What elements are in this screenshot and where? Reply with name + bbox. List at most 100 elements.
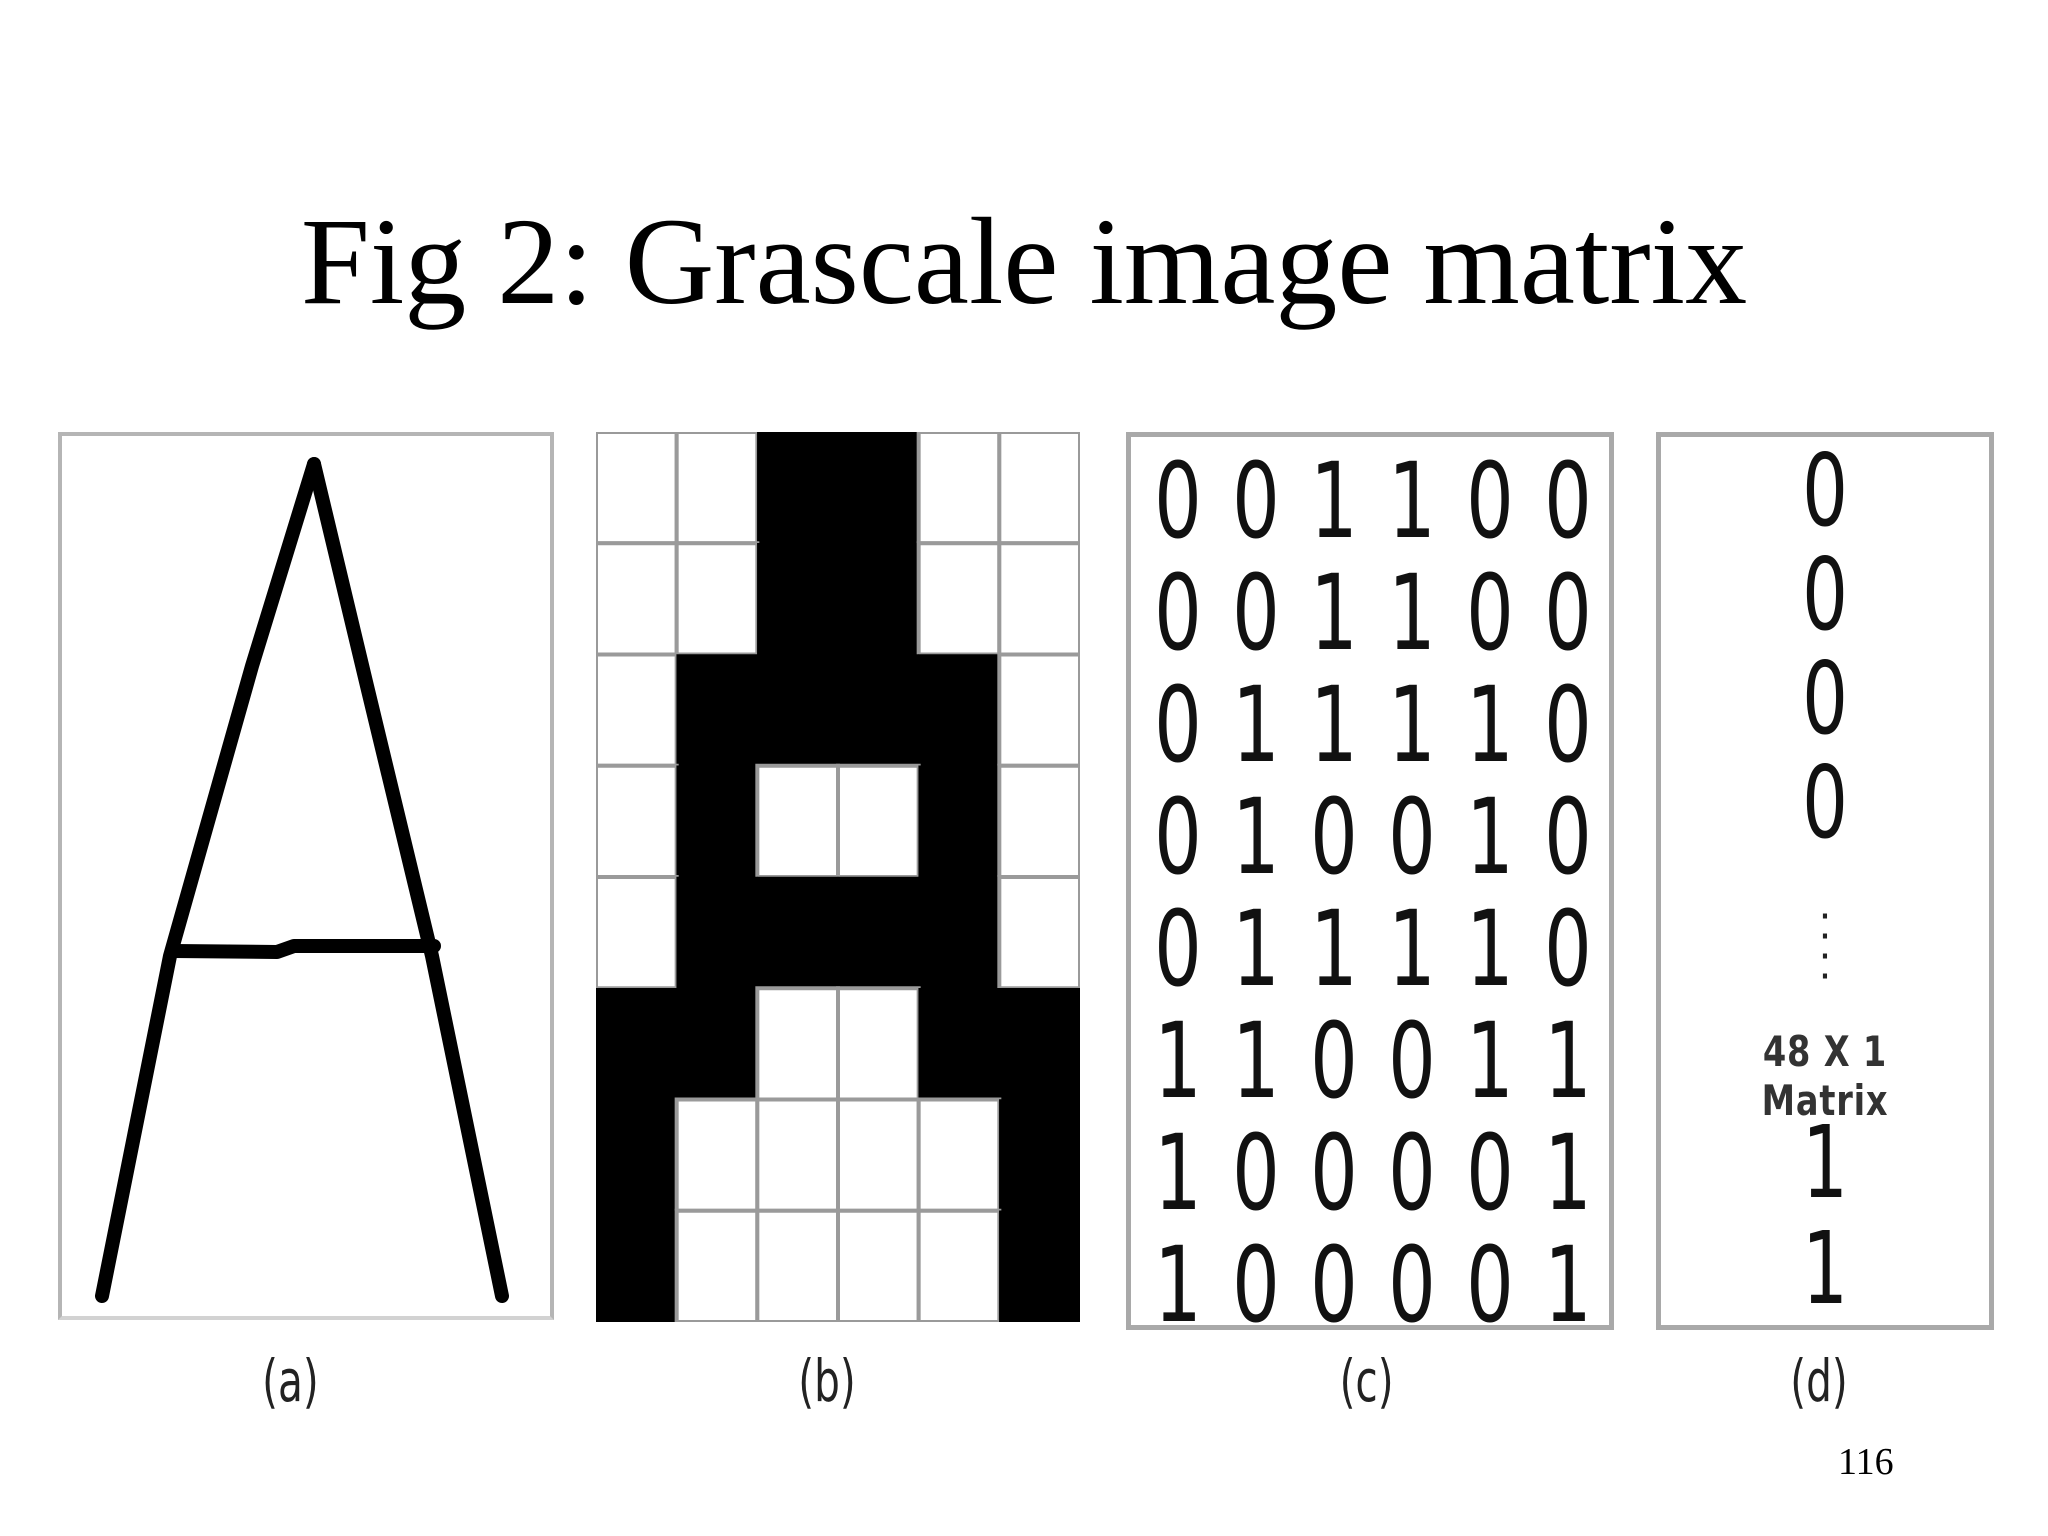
matrix-digit: 0: [1306, 1229, 1362, 1341]
pixel-cell: [677, 432, 758, 543]
pixel-cell: [677, 766, 758, 877]
pixel-cell: [677, 655, 758, 766]
pixel-cell: [999, 1100, 1080, 1211]
pixel-cell: [999, 988, 1080, 1099]
matrix-digit: 0: [1150, 781, 1206, 893]
matrix-digit: 0: [1384, 1117, 1440, 1229]
pixel-cell: [596, 988, 677, 1099]
matrix-digit: 1: [1150, 1117, 1206, 1229]
matrix-digit: 1: [1228, 781, 1284, 893]
pixel-cell: [999, 766, 1080, 877]
ellipsis-dots: ····: [1661, 907, 1989, 987]
pixel-cell: [919, 655, 1000, 766]
matrix-digit: 0: [1306, 781, 1362, 893]
pixel-cell: [757, 988, 838, 1099]
pixel-cell: [596, 877, 677, 988]
matrix-digit: 1: [1228, 893, 1284, 1005]
matrix-digit: 0: [1540, 669, 1596, 781]
matrix-digit: 0: [1540, 781, 1596, 893]
pixel-cell: [596, 1100, 677, 1211]
matrix-digit: 0: [1150, 893, 1206, 1005]
matrix-digit: 1: [1306, 893, 1362, 1005]
matrix-digit: 0: [1150, 557, 1206, 669]
pixel-cell: [838, 1211, 919, 1322]
pixel-cell: [596, 766, 677, 877]
pixel-cell: [757, 543, 838, 654]
pixel-cell: [999, 877, 1080, 988]
matrix-digit: 0: [1150, 445, 1206, 557]
matrix-digit: 0: [1462, 1117, 1518, 1229]
pixel-cell: [677, 543, 758, 654]
vector-digit: 1: [1707, 1219, 1943, 1319]
matrix-digit: 0: [1462, 1229, 1518, 1341]
pixel-cell: [919, 766, 1000, 877]
pixel-cell: [838, 1100, 919, 1211]
matrix-digit: 0: [1462, 557, 1518, 669]
matrix-digit: 1: [1462, 781, 1518, 893]
pixel-cell: [919, 988, 1000, 1099]
pixel-cell: [919, 1100, 1000, 1211]
matrix-digit: 1: [1384, 557, 1440, 669]
pixel-cell: [677, 1100, 758, 1211]
pixel-cell: [757, 1100, 838, 1211]
pixel-grid-panel: [596, 432, 1080, 1322]
pixel-cell: [677, 877, 758, 988]
matrix-digit: 0: [1540, 893, 1596, 1005]
handwritten-letter-panel: [58, 432, 554, 1320]
pixel-cell: [999, 543, 1080, 654]
matrix-digit: 1: [1540, 1229, 1596, 1341]
matrix-digit: 1: [1228, 1005, 1284, 1117]
vector-digit: 0: [1707, 441, 1943, 541]
letter-a-left-stroke: [102, 464, 314, 1296]
matrix-digit: 1: [1150, 1005, 1206, 1117]
pixel-cell: [677, 988, 758, 1099]
matrix-digit: 0: [1384, 781, 1440, 893]
pixel-cell: [757, 766, 838, 877]
pixel-cell: [757, 877, 838, 988]
pixel-cell: [596, 1211, 677, 1322]
pixel-cell: [999, 432, 1080, 543]
matrix-digit: 0: [1228, 1117, 1284, 1229]
matrix-digit: 1: [1540, 1117, 1596, 1229]
matrix-digit: 0: [1306, 1005, 1362, 1117]
letter-a-crossbar: [174, 946, 434, 952]
pixel-cell: [919, 1211, 1000, 1322]
matrix-digit: 0: [1384, 1229, 1440, 1341]
matrix-digit: 1: [1384, 445, 1440, 557]
matrix-digit: 0: [1462, 445, 1518, 557]
matrix-digit: 1: [1462, 1005, 1518, 1117]
matrix-digit: 1: [1540, 1005, 1596, 1117]
matrix-digit: 1: [1306, 669, 1362, 781]
matrix-digit: 0: [1540, 557, 1596, 669]
pixel-cell: [596, 655, 677, 766]
pixel-cell: [838, 655, 919, 766]
vector-digit: 0: [1707, 649, 1943, 749]
pixel-cell: [838, 766, 919, 877]
pixel-cell: [596, 543, 677, 654]
matrix-digit: 1: [1384, 893, 1440, 1005]
vector-digit: 0: [1707, 545, 1943, 645]
column-vector: 48 X 1 Matrix 0000····11: [1661, 437, 1989, 1325]
pixel-cell: [838, 877, 919, 988]
caption-c: (c): [1340, 1352, 1394, 1410]
pixel-cell: [919, 877, 1000, 988]
matrix-digit: 0: [1228, 557, 1284, 669]
pixel-cell: [757, 1211, 838, 1322]
pixel-grid: [596, 432, 1080, 1322]
pixel-cell: [999, 1211, 1080, 1322]
pixel-cell: [677, 1211, 758, 1322]
pixel-cell: [838, 432, 919, 543]
matrix-digit: 1: [1306, 445, 1362, 557]
matrix-digit: 1: [1150, 1229, 1206, 1341]
pixel-cell: [757, 655, 838, 766]
pixel-cell: [757, 432, 838, 543]
pixel-cell: [596, 432, 677, 543]
page-number: 116: [1838, 1440, 1894, 1484]
pixel-cell: [919, 432, 1000, 543]
matrix-digit: 0: [1150, 669, 1206, 781]
matrix-digit: 0: [1228, 1229, 1284, 1341]
matrix-digit: 1: [1306, 557, 1362, 669]
vector-digit: 0: [1707, 753, 1943, 853]
